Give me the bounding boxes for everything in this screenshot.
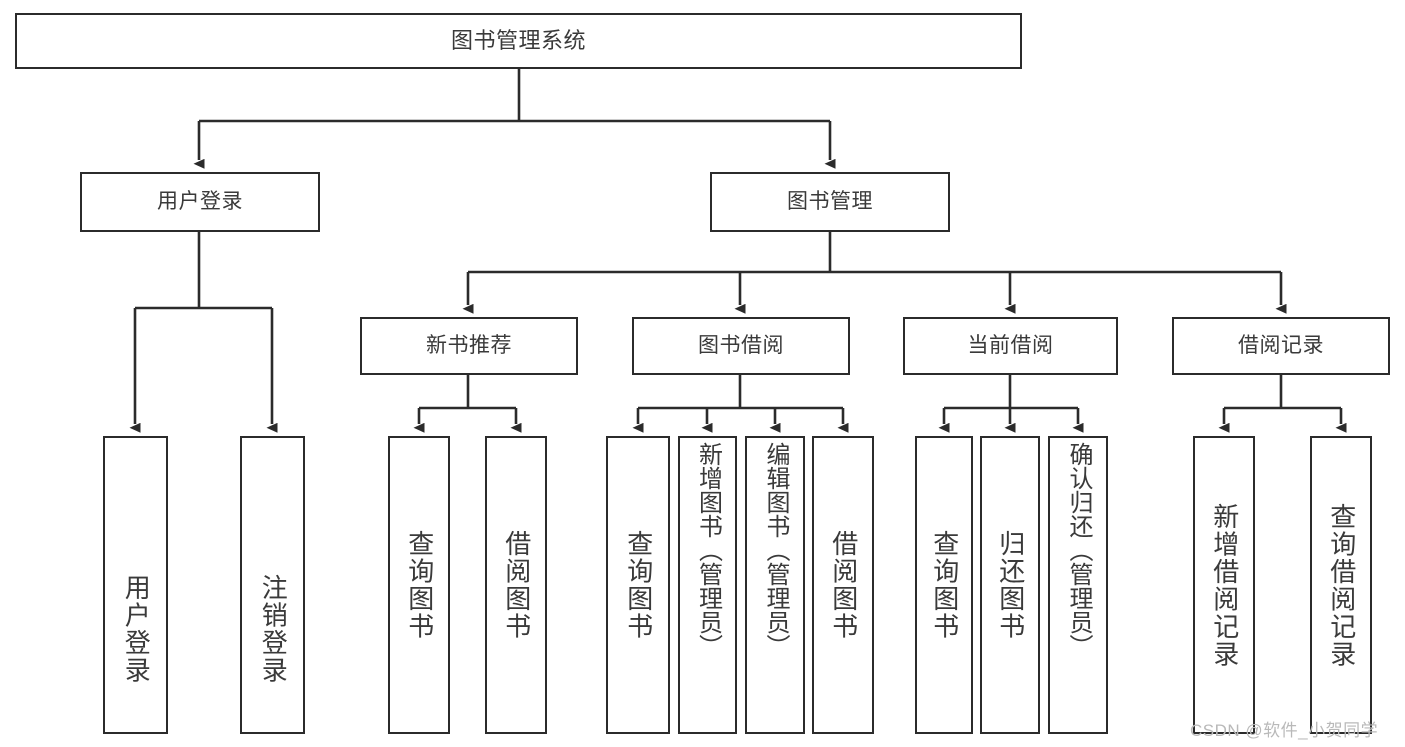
node-user-login-label: 用户登录 [157, 190, 243, 214]
node-leaf-query-book-2-label: 查询图书 [623, 530, 654, 640]
node-leaf-borrow-book-2[interactable]: 借阅图书 [812, 436, 874, 734]
node-leaf-query-book-3[interactable]: 查询图书 [915, 436, 973, 734]
node-leaf-query-book-1[interactable]: 查询图书 [388, 436, 450, 734]
node-borrow-record-label: 借阅记录 [1238, 334, 1324, 358]
node-leaf-borrow-book-1-label: 借阅图书 [501, 530, 532, 640]
node-leaf-query-book-1-label: 查询图书 [404, 530, 435, 640]
node-leaf-add-book-label: 新增图书（管理员） [694, 442, 722, 658]
node-book-borrow-label: 图书借阅 [698, 334, 784, 358]
node-leaf-borrow-book-2-label: 借阅图书 [828, 530, 859, 640]
node-root-label: 图书管理系统 [450, 27, 586, 53]
node-leaf-query-book-2[interactable]: 查询图书 [606, 436, 670, 734]
node-leaf-return-book[interactable]: 归还图书 [980, 436, 1040, 734]
node-leaf-return-book-label: 归还图书 [995, 530, 1026, 640]
node-current-borrow[interactable]: 当前借阅 [903, 317, 1118, 375]
node-leaf-logout-login-label: 注销登录 [258, 574, 289, 684]
node-leaf-add-record[interactable]: 新增借阅记录 [1193, 436, 1255, 734]
watermark-text: CSDN @软件_小贺同学 [1190, 721, 1379, 740]
node-leaf-borrow-book-1[interactable]: 借阅图书 [485, 436, 547, 734]
node-current-borrow-label: 当前借阅 [967, 334, 1054, 358]
node-user-login[interactable]: 用户登录 [80, 172, 320, 232]
node-book-manage[interactable]: 图书管理 [710, 172, 950, 232]
node-leaf-add-book[interactable]: 新增图书（管理员） [678, 436, 737, 734]
node-new-book-rec-label: 新书推荐 [426, 334, 512, 358]
node-leaf-add-record-label: 新增借阅记录 [1209, 502, 1240, 668]
node-leaf-query-book-3-label: 查询图书 [929, 530, 960, 640]
node-root[interactable]: 图书管理系统 [15, 13, 1022, 69]
node-leaf-user-login-label: 用户登录 [121, 574, 152, 684]
node-leaf-logout-login[interactable]: 注销登录 [240, 436, 305, 734]
node-new-book-rec[interactable]: 新书推荐 [360, 317, 578, 375]
node-borrow-record[interactable]: 借阅记录 [1172, 317, 1390, 375]
node-leaf-user-login[interactable]: 用户登录 [103, 436, 168, 734]
node-leaf-query-record-label: 查询借阅记录 [1326, 502, 1357, 668]
node-leaf-edit-book[interactable]: 编辑图书（管理员） [745, 436, 805, 734]
node-book-borrow[interactable]: 图书借阅 [632, 317, 850, 375]
node-leaf-query-record[interactable]: 查询借阅记录 [1310, 436, 1372, 734]
node-leaf-confirm-return[interactable]: 确认归还（管理员） [1048, 436, 1108, 734]
node-book-manage-label: 图书管理 [787, 190, 873, 214]
node-leaf-confirm-return-label: 确认归还（管理员） [1065, 442, 1092, 658]
node-leaf-edit-book-label: 编辑图书（管理员） [762, 442, 789, 658]
